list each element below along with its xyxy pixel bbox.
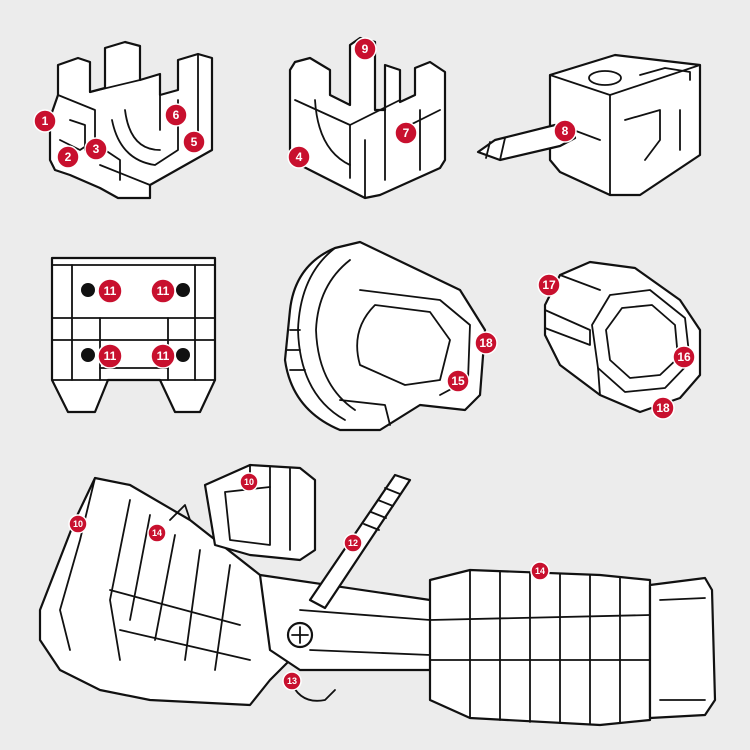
callout-11-bottom-right: 11 [150,343,176,369]
svg-text:9: 9 [362,42,369,56]
callout-16: 16 [672,345,696,369]
callout-14-left: 14 [147,523,167,543]
svg-text:18: 18 [656,401,670,415]
callout-11-bottom-left: 11 [97,343,123,369]
callout-17: 17 [537,273,561,297]
hole-bottom-left [81,348,95,362]
svg-text:6: 6 [173,108,180,122]
svg-text:13: 13 [287,676,297,686]
svg-text:12: 12 [348,538,358,548]
clip-block-large [48,40,214,200]
callout-1: 1 [33,109,57,133]
svg-text:5: 5 [191,135,198,149]
svg-text:14: 14 [152,528,162,538]
svg-text:17: 17 [542,278,556,292]
callout-7: 7 [394,121,418,145]
callout-10-cradle: 10 [239,472,259,492]
svg-text:11: 11 [157,349,170,363]
svg-text:8: 8 [562,124,569,138]
svg-text:1: 1 [42,114,49,128]
callout-13: 13 [282,671,302,691]
hole-top-left [81,283,95,297]
callout-2: 2 [56,145,80,169]
callout-8: 8 [553,119,577,143]
svg-text:18: 18 [479,336,493,350]
callout-18-sleeve: 18 [651,396,675,420]
callout-5: 5 [182,130,206,154]
bit-holder-cube [476,53,702,197]
svg-text:11: 11 [157,284,170,298]
callout-9: 9 [353,37,377,61]
callout-6: 6 [164,103,188,127]
svg-text:15: 15 [451,374,465,388]
hole-top-right [176,283,190,297]
svg-text:3: 3 [93,142,100,156]
svg-text:11: 11 [104,349,117,363]
callout-11-top-right: 11 [150,278,176,304]
svg-text:11: 11 [104,284,117,298]
callout-3: 3 [84,137,108,161]
callout-18-socket: 18 [474,331,498,355]
clip-block-small [288,36,447,200]
svg-text:4: 4 [296,150,303,164]
holder-front-plate [50,256,217,414]
svg-text:7: 7 [403,126,410,140]
callout-12: 12 [343,533,363,553]
svg-text:10: 10 [73,519,83,529]
socket-adapter-cylinder [283,240,487,432]
svg-text:2: 2 [65,150,72,164]
callout-4: 4 [287,145,311,169]
callout-10-housing: 10 [68,514,88,534]
assembled-tool [38,463,717,727]
octagon-sleeve [543,260,702,414]
svg-text:14: 14 [535,566,545,576]
callout-11-top-left: 11 [97,278,123,304]
callout-15: 15 [446,369,470,393]
hole-bottom-right [176,348,190,362]
callout-14-right: 14 [530,561,550,581]
svg-text:10: 10 [244,477,254,487]
svg-text:16: 16 [677,350,691,364]
